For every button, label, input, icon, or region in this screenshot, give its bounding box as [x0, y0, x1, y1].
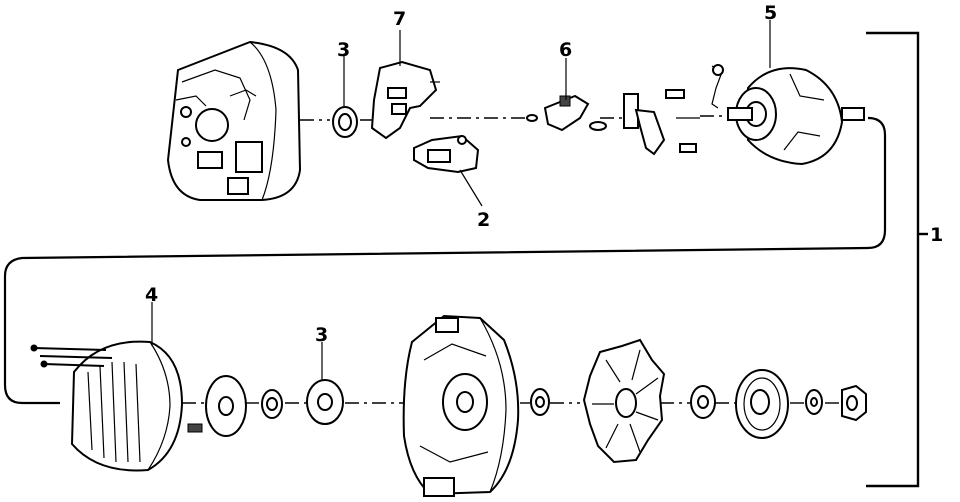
callout-stator: 4 — [145, 284, 158, 306]
washer — [805, 389, 823, 415]
callout-rectifier: 6 — [559, 39, 572, 61]
front-spacer — [530, 388, 550, 416]
front-housing — [402, 314, 520, 497]
assembly-bracket — [866, 31, 928, 488]
spacer-plate — [205, 375, 247, 437]
callout-rotor: 5 — [764, 2, 777, 24]
pulley-nut — [841, 384, 867, 422]
rotor: 5 — [727, 2, 865, 166]
stator: 4 — [30, 284, 203, 472]
cooling-fan — [582, 338, 666, 464]
terminal-parts — [623, 64, 724, 156]
voltage-regulator: 2 — [413, 134, 490, 231]
rear-bearing: 3 — [332, 39, 358, 138]
rear-housing — [166, 40, 302, 201]
pulley — [735, 369, 789, 439]
callout-bearing-rear: 3 — [337, 39, 350, 61]
callout-brush-holder: 7 — [393, 8, 406, 30]
callout-assembly: 1 — [930, 224, 943, 246]
brush-holder: 7 — [370, 8, 440, 140]
callout-bearing-front: 3 — [315, 324, 328, 346]
collar — [261, 389, 283, 419]
rectifier-bridge: 6 — [526, 39, 607, 132]
connector-lines — [3, 115, 887, 405]
fan-spacer — [690, 385, 716, 419]
front-bearing: 3 — [306, 324, 344, 425]
callout-regulator: 2 — [477, 209, 490, 231]
